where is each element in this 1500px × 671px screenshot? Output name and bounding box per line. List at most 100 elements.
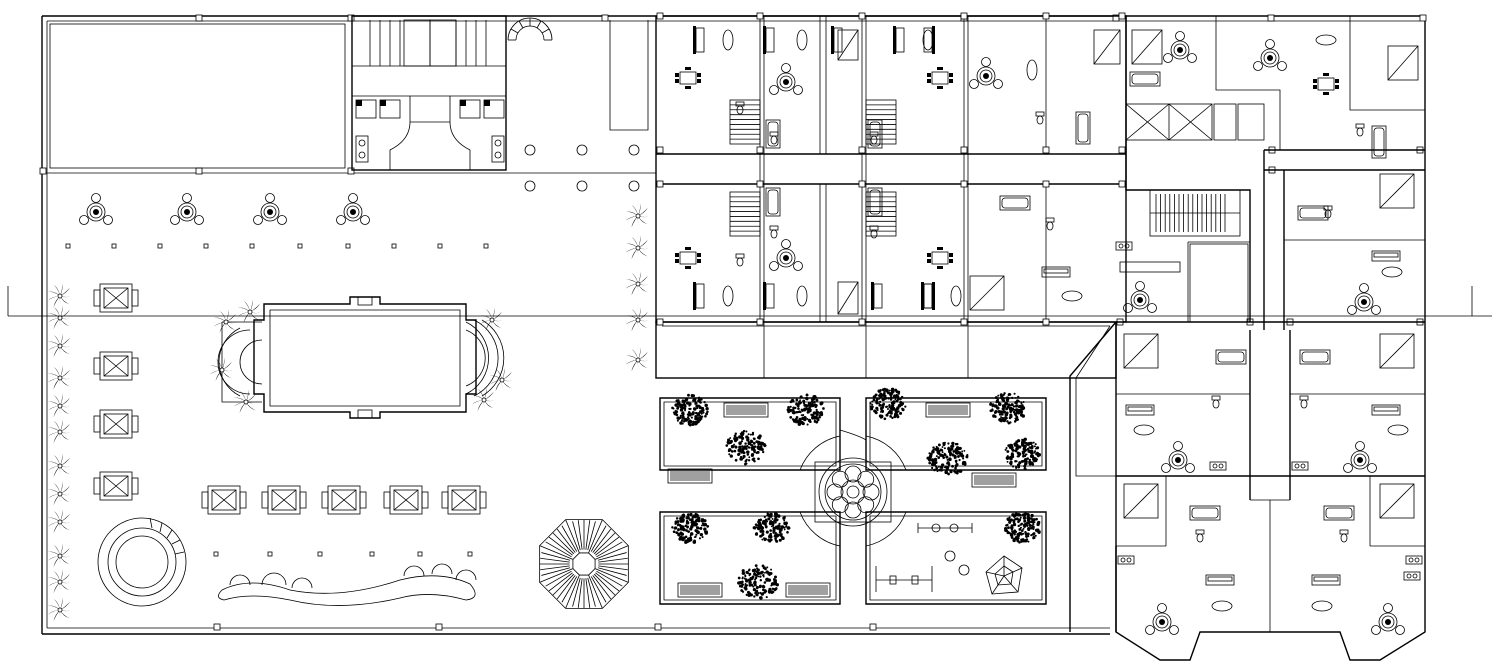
shrub-group: [671, 387, 1042, 600]
shrub-icon: [752, 511, 791, 543]
toilet-icon: [769, 131, 779, 145]
lounge-chair-row: [201, 485, 487, 515]
round-table-icon: [170, 193, 204, 225]
bathtub-icon: [1297, 205, 1329, 221]
sofa-icon: [693, 26, 705, 54]
round-lounge: [97, 517, 187, 607]
lounge-chair-column: [93, 283, 139, 501]
lounge-chair-icon: [93, 283, 139, 313]
toilet-icon: [869, 131, 879, 145]
palm-tree-icon: [47, 543, 73, 569]
main-stair-icon: [1149, 189, 1241, 237]
round-table-icon: [769, 63, 803, 95]
palm-tree-icon: [479, 307, 505, 333]
palm-tree-column: [47, 283, 73, 623]
bed-icon: [969, 275, 1005, 311]
dining-set-icon: [675, 247, 701, 269]
spider-web-climber-icon: [985, 555, 1023, 595]
shrub-icon: [869, 387, 907, 421]
structural-columns: [656, 12, 1424, 326]
palm-tree-icon: [213, 309, 239, 335]
hall-block: [49, 23, 346, 169]
sofa-icon: [763, 26, 775, 54]
stair-icon: [865, 191, 897, 237]
bed-icon: [1123, 483, 1159, 519]
round-table-icon: [1347, 283, 1381, 315]
round-table-icon: [769, 239, 803, 271]
gazebo-icon: [539, 519, 629, 609]
shrub-icon: [737, 564, 779, 600]
lounge-chair-icon: [441, 485, 487, 515]
shrub-icon: [671, 393, 709, 427]
coffee-table-icon: [922, 29, 934, 51]
palm-tree-icon: [209, 357, 235, 383]
swimming-pool: [217, 296, 505, 419]
lounge-chair-icon: [93, 471, 139, 501]
bench-icon: [971, 472, 1017, 488]
bed-icon: [1379, 483, 1415, 519]
toilet-icon: [735, 253, 745, 267]
round-table-icon: [336, 193, 370, 225]
bed-icon: [1379, 333, 1415, 369]
palm-tree-icon: [47, 283, 73, 309]
room-furniture: [675, 26, 1423, 635]
palm-tree-icon: [47, 597, 73, 623]
coffee-table-icon: [1211, 600, 1233, 612]
coffee-table-icon: [1026, 59, 1038, 81]
bathtub-icon: [1215, 349, 1247, 365]
palm-tree-group: [209, 203, 651, 415]
coffee-table-icon: [1061, 290, 1083, 302]
palm-tree-icon: [47, 305, 73, 331]
garden-courtyard: [659, 397, 1047, 605]
palm-tree-icon: [489, 367, 515, 393]
bench-icon: [925, 402, 971, 418]
toilet-icon: [1195, 529, 1205, 543]
palm-tree-icon: [47, 509, 73, 535]
bathtub-icon: [999, 195, 1031, 211]
toilet-icon: [1355, 123, 1365, 137]
sofa-icon: [1205, 574, 1235, 586]
sofa-icon: [871, 282, 883, 310]
columns: [524, 144, 640, 192]
kitchenette-icon: [1405, 555, 1423, 565]
sofa-icon: [1041, 266, 1071, 278]
palm-tree-icon: [47, 481, 73, 507]
bed-icon: [1093, 29, 1121, 65]
palm-tree-icon: [47, 333, 73, 359]
shrub-icon: [1004, 512, 1041, 544]
lounge-chair-icon: [93, 351, 139, 381]
sofa-icon: [923, 26, 935, 54]
stair-icon: [865, 99, 897, 145]
palm-tree-icon: [47, 453, 73, 479]
dining-set-icon: [1313, 73, 1339, 95]
shrub-icon: [926, 441, 969, 476]
right-tower: [1125, 16, 1426, 330]
shrub-icon: [671, 512, 710, 544]
lower-right-wing: [1069, 321, 1426, 661]
bench-icon: [667, 468, 713, 484]
sofa-icon: [1371, 404, 1401, 416]
stair-group: [729, 99, 897, 237]
coffee-table-icon: [1315, 34, 1337, 46]
palm-tree-icon: [625, 307, 651, 333]
sofa-icon: [921, 282, 933, 310]
curved-bench: [218, 563, 477, 606]
sofa-icon: [923, 282, 935, 310]
dining-set-icon: [675, 67, 701, 89]
bed-icon: [1379, 173, 1415, 209]
site-boundary: [39, 14, 1427, 635]
palm-tree-icon: [471, 387, 497, 413]
toilet-icon: [1035, 111, 1045, 125]
restroom-block: [351, 15, 507, 171]
lounge-chair-icon: [93, 409, 139, 439]
round-table-icon: [1343, 441, 1377, 473]
palm-tree-icon: [625, 347, 651, 373]
round-table-icon: [253, 193, 287, 225]
stair-icon: [729, 99, 761, 145]
coffee-table-icon: [796, 29, 808, 51]
toilet-icon: [1339, 529, 1349, 543]
shrub-icon: [786, 393, 825, 426]
palm-tree-icon: [47, 419, 73, 445]
